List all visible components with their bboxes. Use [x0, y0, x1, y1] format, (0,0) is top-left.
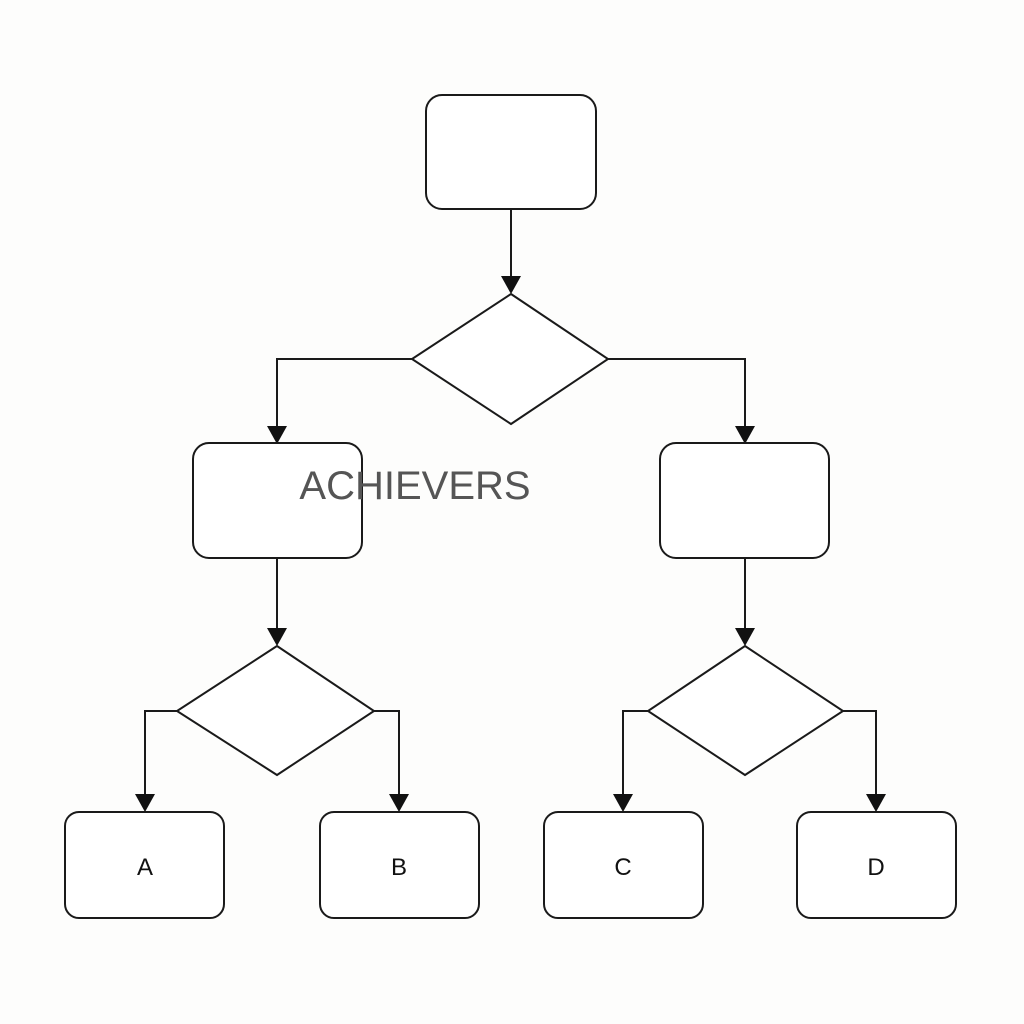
process-right-node: [659, 442, 830, 559]
decision-top-node: [410, 292, 610, 426]
connector-left-decision-to-a: [144, 710, 177, 794]
connector-decision-to-left-process: [276, 358, 412, 426]
arrowhead-left-decision-to-a: [135, 794, 155, 812]
outcome-a-label: A: [137, 854, 153, 881]
outcome-b-label: B: [391, 854, 407, 881]
arrowhead-right-decision-to-d: [866, 794, 886, 812]
arrowhead-start-to-decision: [501, 276, 521, 294]
connector-right-decision-to-c: [622, 710, 648, 794]
outcome-d-label: D: [867, 854, 884, 881]
connector-right-decision-to-d: [843, 710, 877, 794]
arrowhead-decision-to-right-process: [735, 426, 755, 444]
arrowhead-decision-to-left-process: [267, 426, 287, 444]
arrowhead-left-decision-to-b: [389, 794, 409, 812]
arrowhead-right-process-to-decision: [735, 628, 755, 646]
outcome-c-label: C: [614, 854, 631, 881]
outcome-c-node: [543, 811, 704, 919]
start-node: [425, 94, 597, 210]
connector-left-decision-to-b: [374, 710, 400, 794]
arrowhead-right-decision-to-c: [613, 794, 633, 812]
outcome-d-node: [796, 811, 957, 919]
watermark-text: ACHIEVERS: [299, 464, 530, 508]
decision-left-node: [175, 644, 376, 777]
outcome-a-node: [64, 811, 225, 919]
decision-right-node: [646, 644, 845, 777]
connector-decision-to-right-process: [608, 358, 746, 426]
outcome-b-node: [319, 811, 480, 919]
arrowhead-left-process-to-decision: [267, 628, 287, 646]
